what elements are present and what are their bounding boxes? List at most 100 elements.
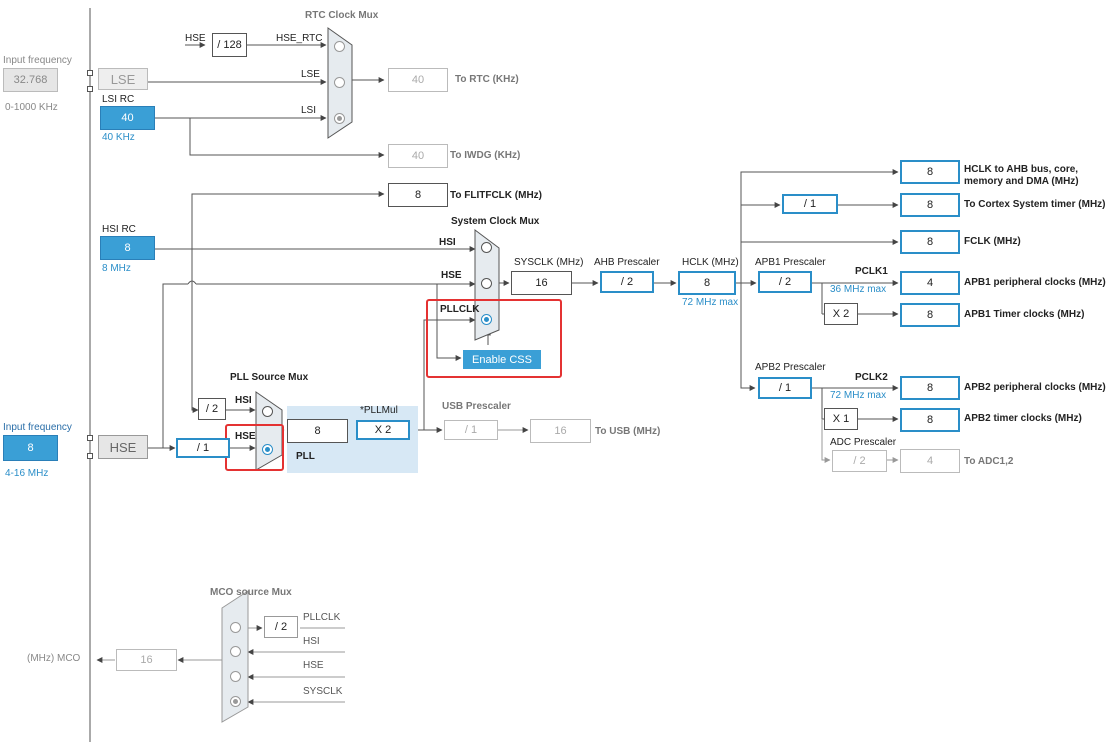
sys-mux-pllclk-label: PLLCLK xyxy=(440,304,480,315)
rtc-hse-div-box[interactable]: / 128 xyxy=(212,33,247,57)
lse-connector xyxy=(87,70,93,76)
apb2-timer-label: APB2 timer clocks (MHz) xyxy=(964,413,1082,424)
apb2-prescaler-select[interactable]: / 1 xyxy=(758,377,812,399)
lse-connector-2 xyxy=(87,86,93,92)
mco-sysclk-label: SYSCLK xyxy=(303,686,343,697)
enable-css-button[interactable]: Enable CSS xyxy=(463,350,541,369)
cortex-value-box: 8 xyxy=(900,193,960,217)
lsi-rc-value-box[interactable]: 40 xyxy=(100,106,155,130)
hse-prediv-select[interactable]: / 1 xyxy=(176,438,230,458)
rtc-lse-label: LSE xyxy=(301,69,320,80)
rtc-hse-label: HSE xyxy=(185,33,206,44)
pll-src-hse-radio[interactable] xyxy=(262,444,273,455)
usb-prescaler-label: USB Prescaler xyxy=(442,401,511,412)
sys-mux-hsi-label: HSI xyxy=(439,237,456,248)
hclk-ahb-label: HCLK to AHB bus, core, memory and DMA (M… xyxy=(964,164,1079,186)
rtc-hse-rtc-label: HSE_RTC xyxy=(276,33,323,44)
to-rtc-label: To RTC (KHz) xyxy=(455,74,519,85)
sys-mux-title: System Clock Mux xyxy=(451,216,540,227)
hsi-rc-value-box[interactable]: 8 xyxy=(100,236,155,260)
hse-input-range: 4-16 MHz xyxy=(5,468,49,479)
apb1-prescaler-select[interactable]: / 2 xyxy=(758,271,812,293)
mco-pllclk-radio[interactable] xyxy=(230,622,241,633)
lse-source-box[interactable]: LSE xyxy=(98,68,148,90)
usb-label: To USB (MHz) xyxy=(595,426,661,437)
hclk-max: 72 MHz max xyxy=(682,297,739,308)
pll-src-hse-label: HSE xyxy=(235,431,256,442)
pll-name: PLL xyxy=(296,451,315,462)
apb2-max: 72 MHz max xyxy=(830,390,887,401)
mco-hse-radio[interactable] xyxy=(230,671,241,682)
adc-value-box: 4 xyxy=(900,449,960,473)
pll-src-mux-title: PLL Source Mux xyxy=(230,372,309,383)
pclk1-label: PCLK1 xyxy=(855,266,888,277)
apb1-timer-value-box: 8 xyxy=(900,303,960,327)
hse-source-box[interactable]: HSE xyxy=(98,435,148,459)
hsi-rc-heading: HSI RC xyxy=(102,224,136,235)
cortex-div-select[interactable]: / 1 xyxy=(782,194,838,214)
apb1-periph-value-box: 4 xyxy=(900,271,960,295)
rtc-mux-title: RTC Clock Mux xyxy=(305,10,379,21)
mco-mux-title: MCO source Mux xyxy=(210,587,292,598)
mco-hse-label: HSE xyxy=(303,660,324,671)
adc-prescaler-label: ADC Prescaler xyxy=(830,437,897,448)
ahb-prescaler-select[interactable]: / 2 xyxy=(600,271,654,293)
rtc-mux-lsi-radio[interactable] xyxy=(334,113,345,124)
flitf-label: To FLITFCLK (MHz) xyxy=(450,190,543,201)
lsi-rc-heading: LSI RC xyxy=(102,94,135,105)
lsi-rc-freq: 40 KHz xyxy=(102,132,135,143)
hclk-ahb-value-box: 8 xyxy=(900,160,960,184)
lse-input-field[interactable]: 32.768 xyxy=(3,68,58,92)
hse-connector xyxy=(87,435,93,441)
to-rtc-value-box: 40 xyxy=(388,68,448,92)
hsi-rc-freq: 8 MHz xyxy=(102,263,131,274)
apb1-prescaler-label: APB1 Prescaler xyxy=(755,257,826,268)
apb2-timer-value-box: 8 xyxy=(900,408,960,432)
usb-value-box: 16 xyxy=(530,419,591,443)
pll-src-hsi-label: HSI xyxy=(235,395,252,406)
rtc-mux-hse-radio[interactable] xyxy=(334,41,345,52)
adc-label: To ADC1,2 xyxy=(964,456,1014,467)
fclk-value-box: 8 xyxy=(900,230,960,254)
sys-mux-pllclk-radio[interactable] xyxy=(481,314,492,325)
pllclk-highlight xyxy=(426,299,562,378)
apb2-periph-label: APB2 peripheral clocks (MHz) xyxy=(964,382,1106,393)
flitf-value-box: 8 xyxy=(388,183,448,207)
ahb-prescaler-label: AHB Prescaler xyxy=(594,257,660,268)
mco-hsi-label: HSI xyxy=(303,636,320,647)
mco-hsi-radio[interactable] xyxy=(230,646,241,657)
pll-mul-select[interactable]: X 2 xyxy=(356,420,410,440)
hclk-input[interactable]: 8 xyxy=(678,271,736,295)
mco-div-box: / 2 xyxy=(264,616,298,638)
mco-sysclk-radio[interactable] xyxy=(230,696,241,707)
apb2-periph-value-box: 8 xyxy=(900,376,960,400)
apb1-max: 36 MHz max xyxy=(830,284,887,295)
fclk-label: FCLK (MHz) xyxy=(964,236,1021,247)
apb2-prescaler-label: APB2 Prescaler xyxy=(755,362,826,373)
lse-input-range: 0-1000 KHz xyxy=(5,102,58,113)
lse-input-heading: Input frequency xyxy=(3,55,72,66)
pll-hsi-div-box: / 2 xyxy=(198,398,226,420)
sysclk-value-box: 16 xyxy=(511,271,572,295)
usb-prescaler-select[interactable]: / 1 xyxy=(444,420,498,440)
hse-connector-2 xyxy=(87,453,93,459)
mco-label: (MHz) MCO xyxy=(27,653,81,664)
sys-mux-hse-radio[interactable] xyxy=(481,278,492,289)
pll-src-hsi-radio[interactable] xyxy=(262,406,273,417)
sys-mux-hse-label: HSE xyxy=(441,270,462,281)
mco-pllclk-label: PLLCLK xyxy=(303,612,341,623)
to-iwdg-value-box: 40 xyxy=(388,144,448,168)
rtc-lsi-label: LSI xyxy=(301,105,317,116)
hclk-label: HCLK (MHz) xyxy=(682,257,739,268)
apb1-timer-mult-box: X 2 xyxy=(824,303,858,325)
rtc-mux-lse-radio[interactable] xyxy=(334,77,345,88)
adc-prescaler-select[interactable]: / 2 xyxy=(832,450,887,472)
pclk2-label: PCLK2 xyxy=(855,372,888,383)
pll-mul-label: *PLLMul xyxy=(360,405,398,416)
apb1-timer-label: APB1 Timer clocks (MHz) xyxy=(964,309,1085,320)
hse-input-field[interactable]: 8 xyxy=(3,435,58,461)
sys-mux-hsi-radio[interactable] xyxy=(481,242,492,253)
cortex-label: To Cortex System timer (MHz) xyxy=(964,199,1106,210)
hse-input-heading: Input frequency xyxy=(3,422,72,433)
mco-value-box: 16 xyxy=(116,649,177,671)
